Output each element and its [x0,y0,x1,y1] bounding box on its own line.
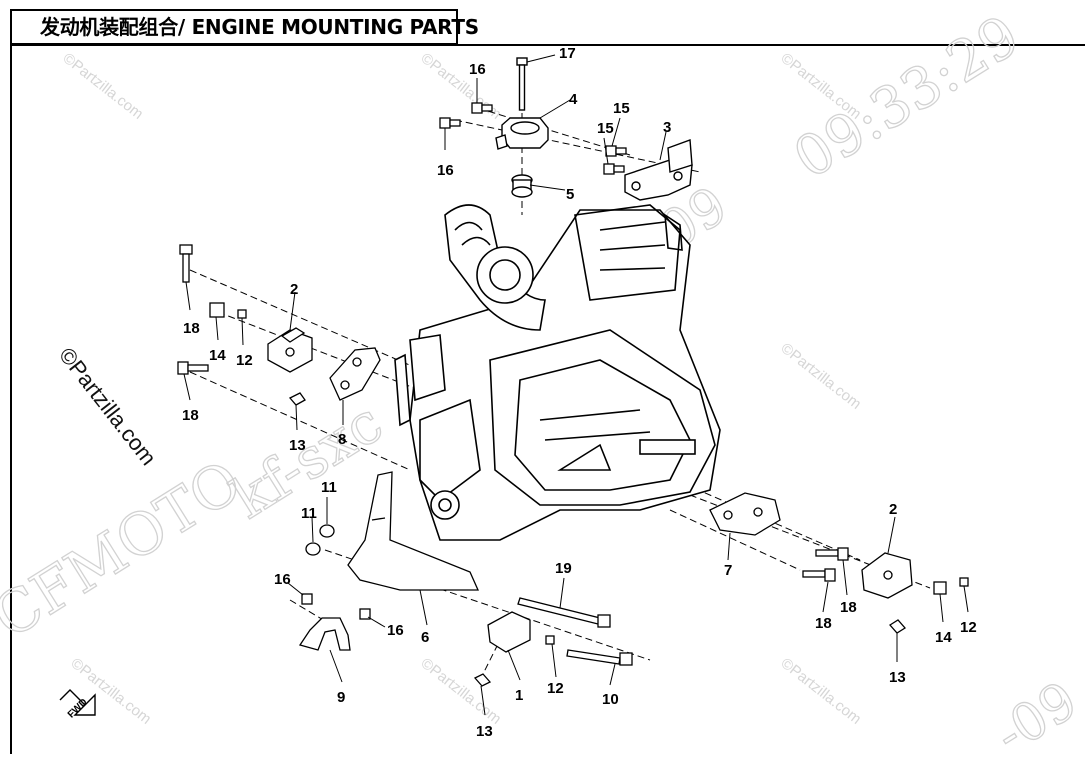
callout-11: 11 [301,505,317,522]
callout-18: 18 [815,615,832,632]
callout-16: 16 [387,622,404,639]
copyright-watermark: ©Partzilla.com [68,655,155,728]
callout-10: 10 [602,691,619,708]
callout-13: 13 [889,669,906,686]
time-watermark: 09:33:29 [783,3,1031,191]
callout-16: 16 [274,571,291,588]
callout-18: 18 [183,320,200,337]
code-watermark-2: -09 [985,671,1088,760]
callout-13: 13 [289,437,306,454]
callout-6: 6 [421,629,429,646]
callout-13: 13 [476,723,493,740]
left-mount-hardware [177,244,381,406]
callout-4: 4 [569,91,578,108]
callout-11: 11 [321,479,337,496]
callout-16: 16 [437,162,454,179]
part-3-bracket [624,139,693,201]
callout-9: 9 [337,689,345,706]
callout-19: 19 [555,560,572,577]
callout-2: 2 [889,501,897,518]
callout-7: 7 [724,562,732,579]
callout-3: 3 [663,119,671,136]
part-17-bolt [516,57,528,111]
callout-labels: 17 4 5 3 15 15 16 16 2 18 14 12 18 13 8 … [182,45,977,740]
callout-16: 16 [469,61,486,78]
callout-14: 14 [935,629,952,646]
lower-front-hardware [298,471,480,651]
callout-1: 1 [515,687,523,704]
diagram-frame [10,44,1085,754]
callout-18: 18 [182,407,199,424]
right-mount-hardware [709,492,969,634]
callout-18: 18 [840,599,857,616]
engine-assembly [394,204,721,541]
bottom-hardware [473,597,633,687]
callout-leaders [183,54,969,716]
callout-12: 12 [960,619,977,636]
copyright-watermark: ©Partzilla.com [418,655,505,728]
copyright-watermark: ©Partzilla.com [60,50,147,123]
copyright-watermark: ©Partzilla.com [778,655,865,728]
copyright-watermark: ©Partzilla.com [778,340,865,413]
small-bolts-top [439,102,627,175]
callout-15: 15 [613,100,630,117]
copyright-watermark-dark: ©Partzilla.com [54,343,161,470]
callout-12: 12 [236,352,253,369]
callout-8: 8 [338,431,346,448]
callout-15: 15 [597,120,614,137]
callout-12: 12 [547,680,564,697]
brand-watermark: CFMOTO [0,447,253,652]
callout-17: 17 [559,45,576,62]
part-4-bushing [495,117,549,150]
callout-2: 2 [290,281,298,298]
fwd-arrow-icon: FWD [59,689,96,721]
callout-14: 14 [209,347,226,364]
callout-5: 5 [566,186,574,203]
part-5-grommet [511,174,533,198]
